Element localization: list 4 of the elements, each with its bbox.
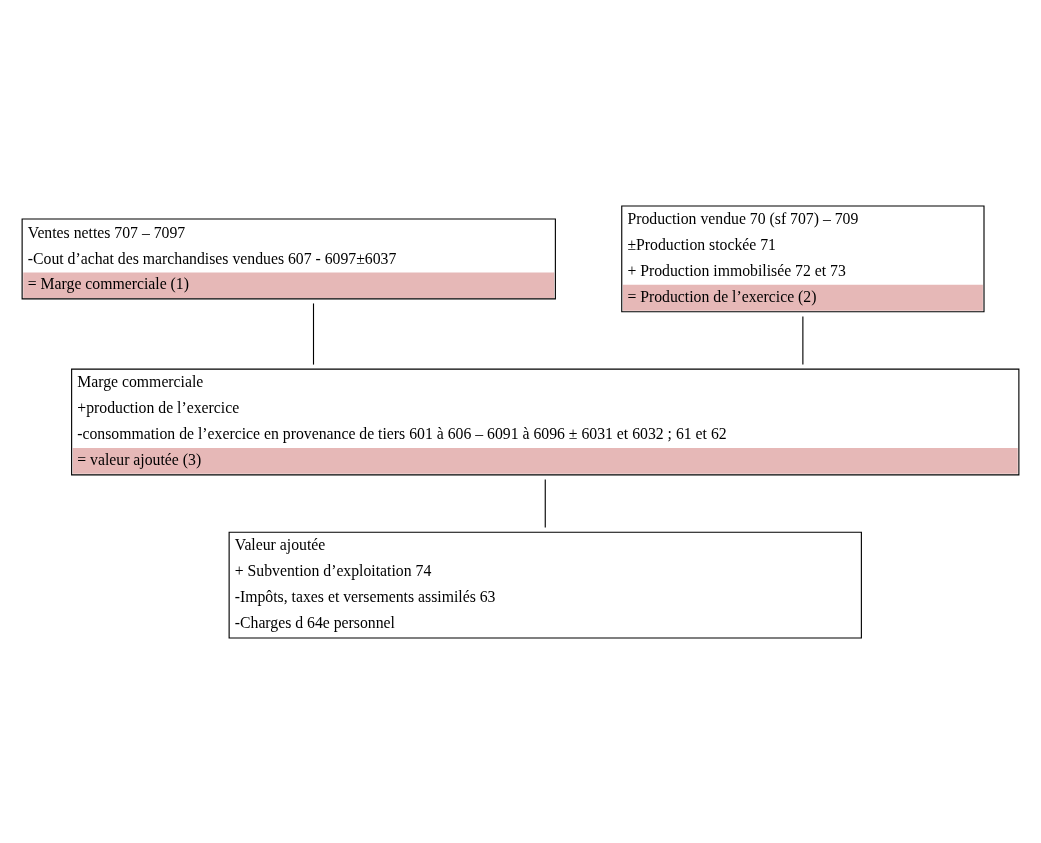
connector (802, 315, 804, 365)
connector (312, 302, 315, 365)
node-box: Valeur ajoutée + Subvention d’exploitation 74 -Impôts, taxes et versements assimilés 63 -Charges d 64e personnel (228, 531, 862, 639)
connector (544, 478, 546, 528)
